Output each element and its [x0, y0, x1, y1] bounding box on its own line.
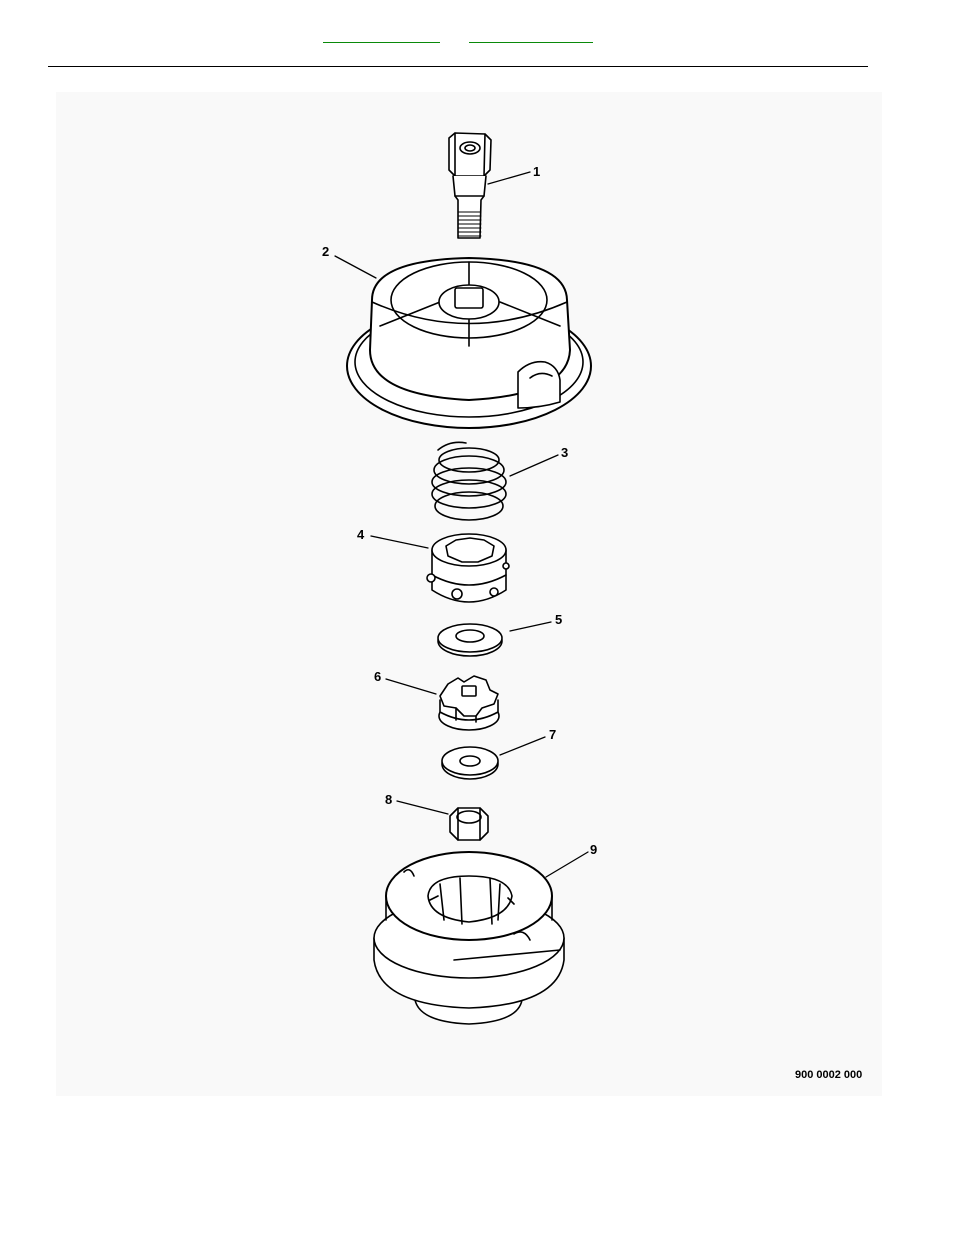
- part-2-hub-cover: [347, 258, 591, 428]
- leader-line-6: [386, 679, 436, 694]
- leader-line-5: [510, 622, 551, 631]
- leader-line-7: [500, 737, 545, 755]
- callout-3: 3: [561, 445, 568, 460]
- part-8-nut: [450, 808, 488, 840]
- part-9-spool: [374, 852, 564, 1024]
- part-5-washer: [438, 624, 502, 656]
- callout-2: 2: [322, 244, 329, 259]
- part-1-bolt: [449, 133, 491, 238]
- callout-7: 7: [549, 727, 556, 742]
- leader-line-8: [397, 801, 448, 814]
- callout-9: 9: [590, 842, 597, 857]
- figure-code: 900 0002 000: [795, 1069, 862, 1081]
- leader-line-3: [510, 455, 558, 476]
- callout-8: 8: [385, 792, 392, 807]
- leader-line-9: [546, 852, 588, 877]
- leader-line-4: [371, 536, 428, 548]
- part-3-spring: [432, 442, 506, 520]
- callout-4: 4: [357, 527, 365, 542]
- part-6-drive-adapter: [439, 676, 499, 730]
- callout-1: 1: [533, 164, 540, 179]
- callout-5: 5: [555, 612, 562, 627]
- part-7-washer: [442, 747, 498, 779]
- part-4-retainer: [427, 534, 509, 602]
- leader-line-2: [335, 256, 376, 278]
- leader-line-1: [488, 172, 530, 184]
- callout-6: 6: [374, 669, 381, 684]
